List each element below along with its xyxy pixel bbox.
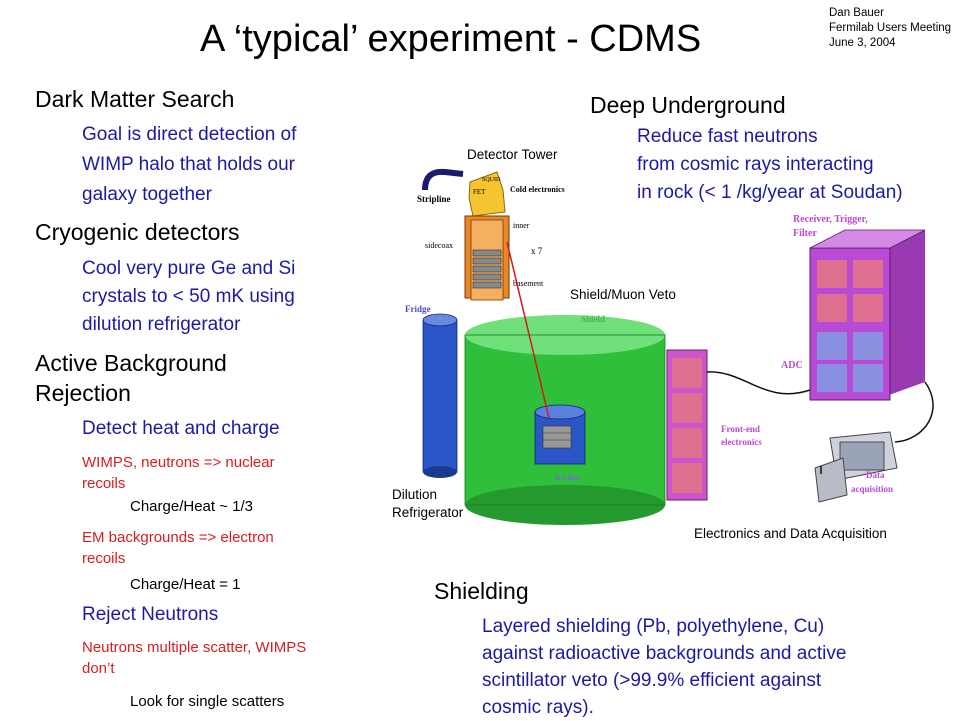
cable-frontend-adc bbox=[706, 371, 811, 395]
neutron-line: Neutrons multiple scatter, WIMPS bbox=[82, 639, 307, 656]
underground-line: from cosmic rays interacting bbox=[637, 154, 874, 175]
heading-active-rejection: Active Background Rejection bbox=[35, 348, 227, 408]
active-heading-line: Active Background bbox=[35, 350, 227, 376]
em-line: recoils bbox=[82, 550, 126, 567]
adc-rack bbox=[809, 229, 926, 401]
charge-heat-ratio-1: Charge/Heat ~ 1/3 bbox=[130, 498, 253, 515]
wimps-text: WIMPS, neutrons => nuclear recoils bbox=[82, 452, 275, 494]
label-basement: basement bbox=[513, 279, 544, 288]
label-squid: SQUID bbox=[482, 177, 501, 183]
shielding-line: cosmic rays). bbox=[482, 697, 594, 718]
label-filter: Filter bbox=[793, 228, 817, 239]
label-dilution: Dilution bbox=[392, 487, 438, 502]
label-fridge: Fridge bbox=[405, 304, 431, 314]
wimps-line: WIMPS, neutrons => nuclear bbox=[82, 454, 275, 471]
em-backgrounds-text: EM backgrounds => electron recoils bbox=[82, 527, 274, 569]
label-stripline: Stripline bbox=[417, 194, 451, 204]
label-adc: ADC bbox=[781, 360, 803, 371]
shielding-line: Layered shielding (Pb, polyethylene, Cu) bbox=[482, 616, 825, 637]
detector-tower-top bbox=[468, 171, 506, 217]
dark-matter-line: galaxy together bbox=[82, 184, 212, 205]
dark-matter-line: Goal is direct detection of bbox=[82, 124, 297, 145]
stripline-cable bbox=[422, 168, 464, 191]
label-inner: inner bbox=[513, 221, 530, 230]
author-name: Dan Bauer bbox=[829, 7, 884, 19]
author-event: Fermilab Users Meeting bbox=[829, 22, 952, 34]
active-heading-line: Rejection bbox=[35, 380, 131, 406]
underground-line: Reduce fast neutrons bbox=[637, 126, 818, 147]
heading-deep-underground: Deep Underground bbox=[590, 92, 786, 118]
label-ice-box: Ice Box bbox=[555, 473, 581, 482]
label-shield-muon-veto: Shield/Muon Veto bbox=[570, 287, 676, 302]
label-receiver-trigger: Receiver, Trigger, bbox=[793, 214, 868, 225]
shielding-line: against radioactive backgrounds and acti… bbox=[482, 643, 847, 664]
label-dilution-refrigerator: Dilution Refrigerator bbox=[392, 486, 463, 522]
detector-stack bbox=[472, 249, 502, 289]
cdms-apparatus-diagram: Stripline FET SQUID Cold electronics inn… bbox=[405, 168, 934, 525]
author-block: Dan Bauer Fermilab Users Meeting June 3,… bbox=[829, 6, 951, 51]
ice-box bbox=[534, 404, 586, 465]
label-cold-electronics: Cold electronics bbox=[510, 185, 565, 194]
tower-to-icebox-arrow bbox=[506, 241, 550, 419]
fridge-tube bbox=[422, 313, 458, 478]
cryo-line: Cool very pure Ge and Si bbox=[82, 258, 296, 279]
data-acquisition-computer bbox=[814, 431, 898, 503]
cable-adc-daq bbox=[894, 381, 934, 443]
detect-heat-charge: Detect heat and charge bbox=[82, 418, 280, 439]
label-sidecoax: sidecoax bbox=[425, 241, 453, 250]
slide-title: A ‘typical’ experiment - CDMS bbox=[200, 18, 702, 60]
heading-cryogenic: Cryogenic detectors bbox=[35, 219, 240, 245]
front-end-rack bbox=[666, 349, 708, 501]
cryo-line: crystals to < 50 mK using bbox=[82, 286, 295, 307]
underground-line: in rock (< 1 /kg/year at Soudan) bbox=[637, 182, 903, 203]
label-electronics-daq: Electronics and Data Acquisition bbox=[694, 526, 887, 541]
dark-matter-text: Goal is direct detection of WIMP halo th… bbox=[82, 120, 296, 210]
label-fet: FET bbox=[473, 188, 486, 196]
em-line: EM backgrounds => electron bbox=[82, 529, 274, 546]
underground-text: Reduce fast neutrons from cosmic rays in… bbox=[637, 123, 903, 207]
heading-shielding: Shielding bbox=[434, 578, 529, 604]
label-data: Data bbox=[866, 470, 885, 480]
dark-matter-line: WIMP halo that holds our bbox=[82, 154, 295, 175]
wimps-line: recoils bbox=[82, 475, 126, 492]
label-front-end-electronics: electronics bbox=[721, 437, 762, 447]
shielding-text: Layered shielding (Pb, polyethylene, Cu)… bbox=[482, 613, 846, 721]
single-scatter-text: Look for single scatters bbox=[130, 693, 285, 710]
reject-neutrons: Reject Neutrons bbox=[82, 604, 219, 625]
label-acquisition: acquisition bbox=[851, 484, 893, 494]
label-shield: Shield bbox=[581, 314, 605, 324]
heading-dark-matter: Dark Matter Search bbox=[35, 86, 235, 112]
label-x7: x 7 bbox=[531, 246, 543, 256]
charge-heat-ratio-2: Charge/Heat = 1 bbox=[130, 576, 241, 593]
cryogenic-text: Cool very pure Ge and Si crystals to < 5… bbox=[82, 255, 295, 339]
label-refrigerator: Refrigerator bbox=[392, 505, 464, 520]
cryo-line: dilution refrigerator bbox=[82, 314, 241, 335]
label-detector-tower: Detector Tower bbox=[467, 147, 558, 162]
author-date: June 3, 2004 bbox=[829, 37, 896, 49]
neutron-line: don’t bbox=[82, 660, 115, 677]
neutron-scatter-text: Neutrons multiple scatter, WIMPS don’t bbox=[82, 637, 306, 679]
label-front-end: Front-end bbox=[721, 424, 760, 434]
shielding-line: scintillator veto (>99.9% efficient agai… bbox=[482, 670, 822, 691]
